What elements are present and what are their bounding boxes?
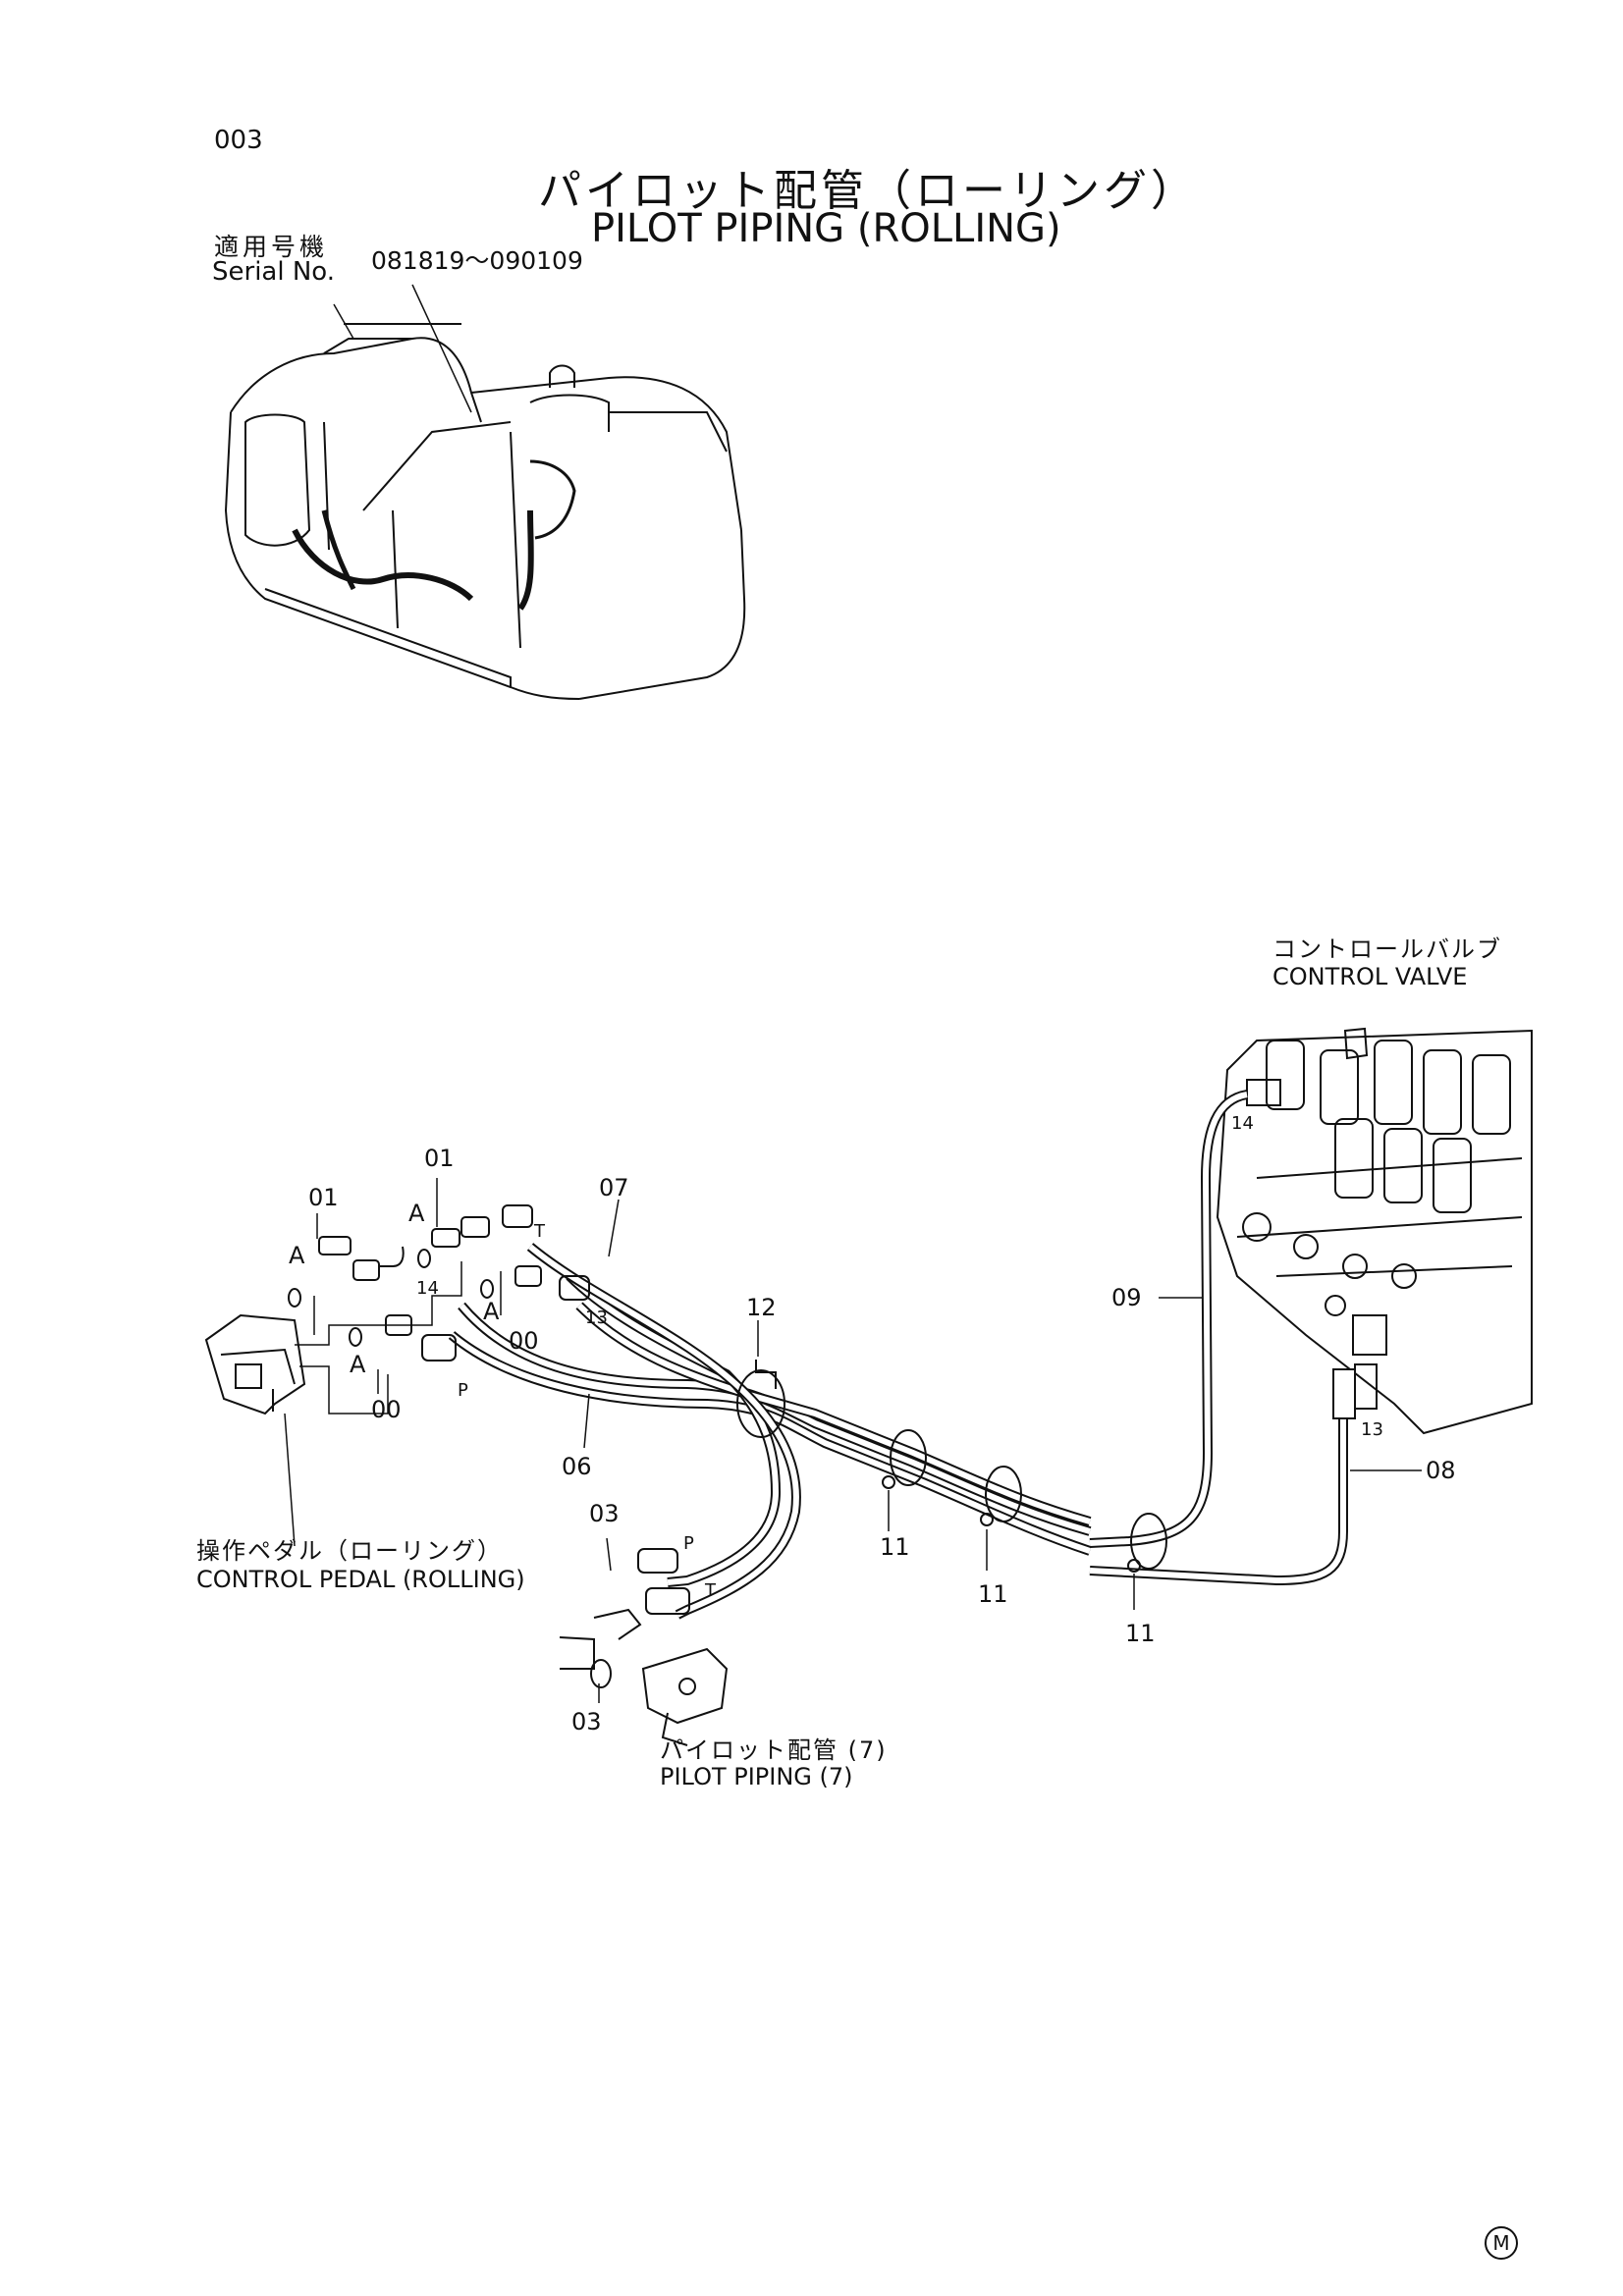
part-number-11: 11 xyxy=(880,1533,910,1561)
part-number-03: 03 xyxy=(571,1708,602,1735)
port-label-t: T xyxy=(534,1221,545,1242)
serial-label: Serial No. xyxy=(212,257,335,287)
part-number-11: 11 xyxy=(1125,1620,1156,1647)
hose-08 xyxy=(1089,1394,1348,1586)
control-valve-label-jp: コントロールバルブ xyxy=(1272,935,1502,963)
port-label-p: P xyxy=(458,1380,468,1401)
part-number-09: 09 xyxy=(1111,1284,1142,1311)
view-mark-a: A xyxy=(289,1242,305,1269)
serial-label-jp: 適用号機 xyxy=(214,233,329,261)
pilot-piping-7-drawing xyxy=(559,1548,729,1746)
part-number-01: 01 xyxy=(424,1145,455,1172)
part-number-06: 06 xyxy=(562,1453,592,1480)
part-number-13: 13 xyxy=(1361,1419,1383,1440)
control-valve-label: CONTROL VALVE xyxy=(1272,963,1468,990)
machine-overview xyxy=(224,284,746,700)
pilot-piping-7-label-jp: パイロット配管 (7) xyxy=(660,1736,888,1764)
view-mark-a: A xyxy=(350,1351,366,1378)
hose-bundle xyxy=(448,1243,1092,1620)
leader-lines xyxy=(316,1178,1422,1703)
page-number: 003 xyxy=(214,126,263,155)
hose-09 xyxy=(1089,1090,1249,1548)
part-number-01: 01 xyxy=(308,1184,339,1211)
page-title: PILOT PIPING (ROLLING) xyxy=(591,206,1061,251)
part-number-03: 03 xyxy=(589,1500,620,1527)
control-pedal-label: CONTROL PEDAL (ROLLING) xyxy=(196,1566,525,1593)
control-valve-drawing xyxy=(1216,1027,1533,1435)
part-number-00: 00 xyxy=(509,1327,539,1355)
fittings-left xyxy=(288,1204,590,1362)
part-number-11: 11 xyxy=(978,1580,1008,1608)
part-number-14: 14 xyxy=(416,1278,439,1299)
part-number-08: 08 xyxy=(1426,1457,1456,1484)
part-number-00: 00 xyxy=(371,1396,402,1423)
page-title-jp: パイロット配管（ローリング） xyxy=(538,166,1198,216)
publisher-mark: M xyxy=(1485,2226,1518,2260)
clamps xyxy=(736,1360,1167,1573)
control-pedal-label-jp: 操作ペダル（ローリング） xyxy=(196,1537,503,1565)
port-label-p: P xyxy=(683,1533,694,1554)
part-number-14: 14 xyxy=(1231,1113,1254,1134)
part-number-13: 13 xyxy=(585,1308,608,1328)
view-mark-a: A xyxy=(408,1200,425,1227)
serial-range: 081819～090109 xyxy=(371,246,583,275)
control-pedal-drawing xyxy=(204,1261,462,1547)
part-number-12: 12 xyxy=(746,1294,777,1321)
part-number-07: 07 xyxy=(599,1174,629,1201)
view-mark-a: A xyxy=(483,1298,500,1325)
port-label-t: T xyxy=(705,1580,716,1601)
pilot-piping-7-label: PILOT PIPING (7) xyxy=(660,1763,853,1790)
